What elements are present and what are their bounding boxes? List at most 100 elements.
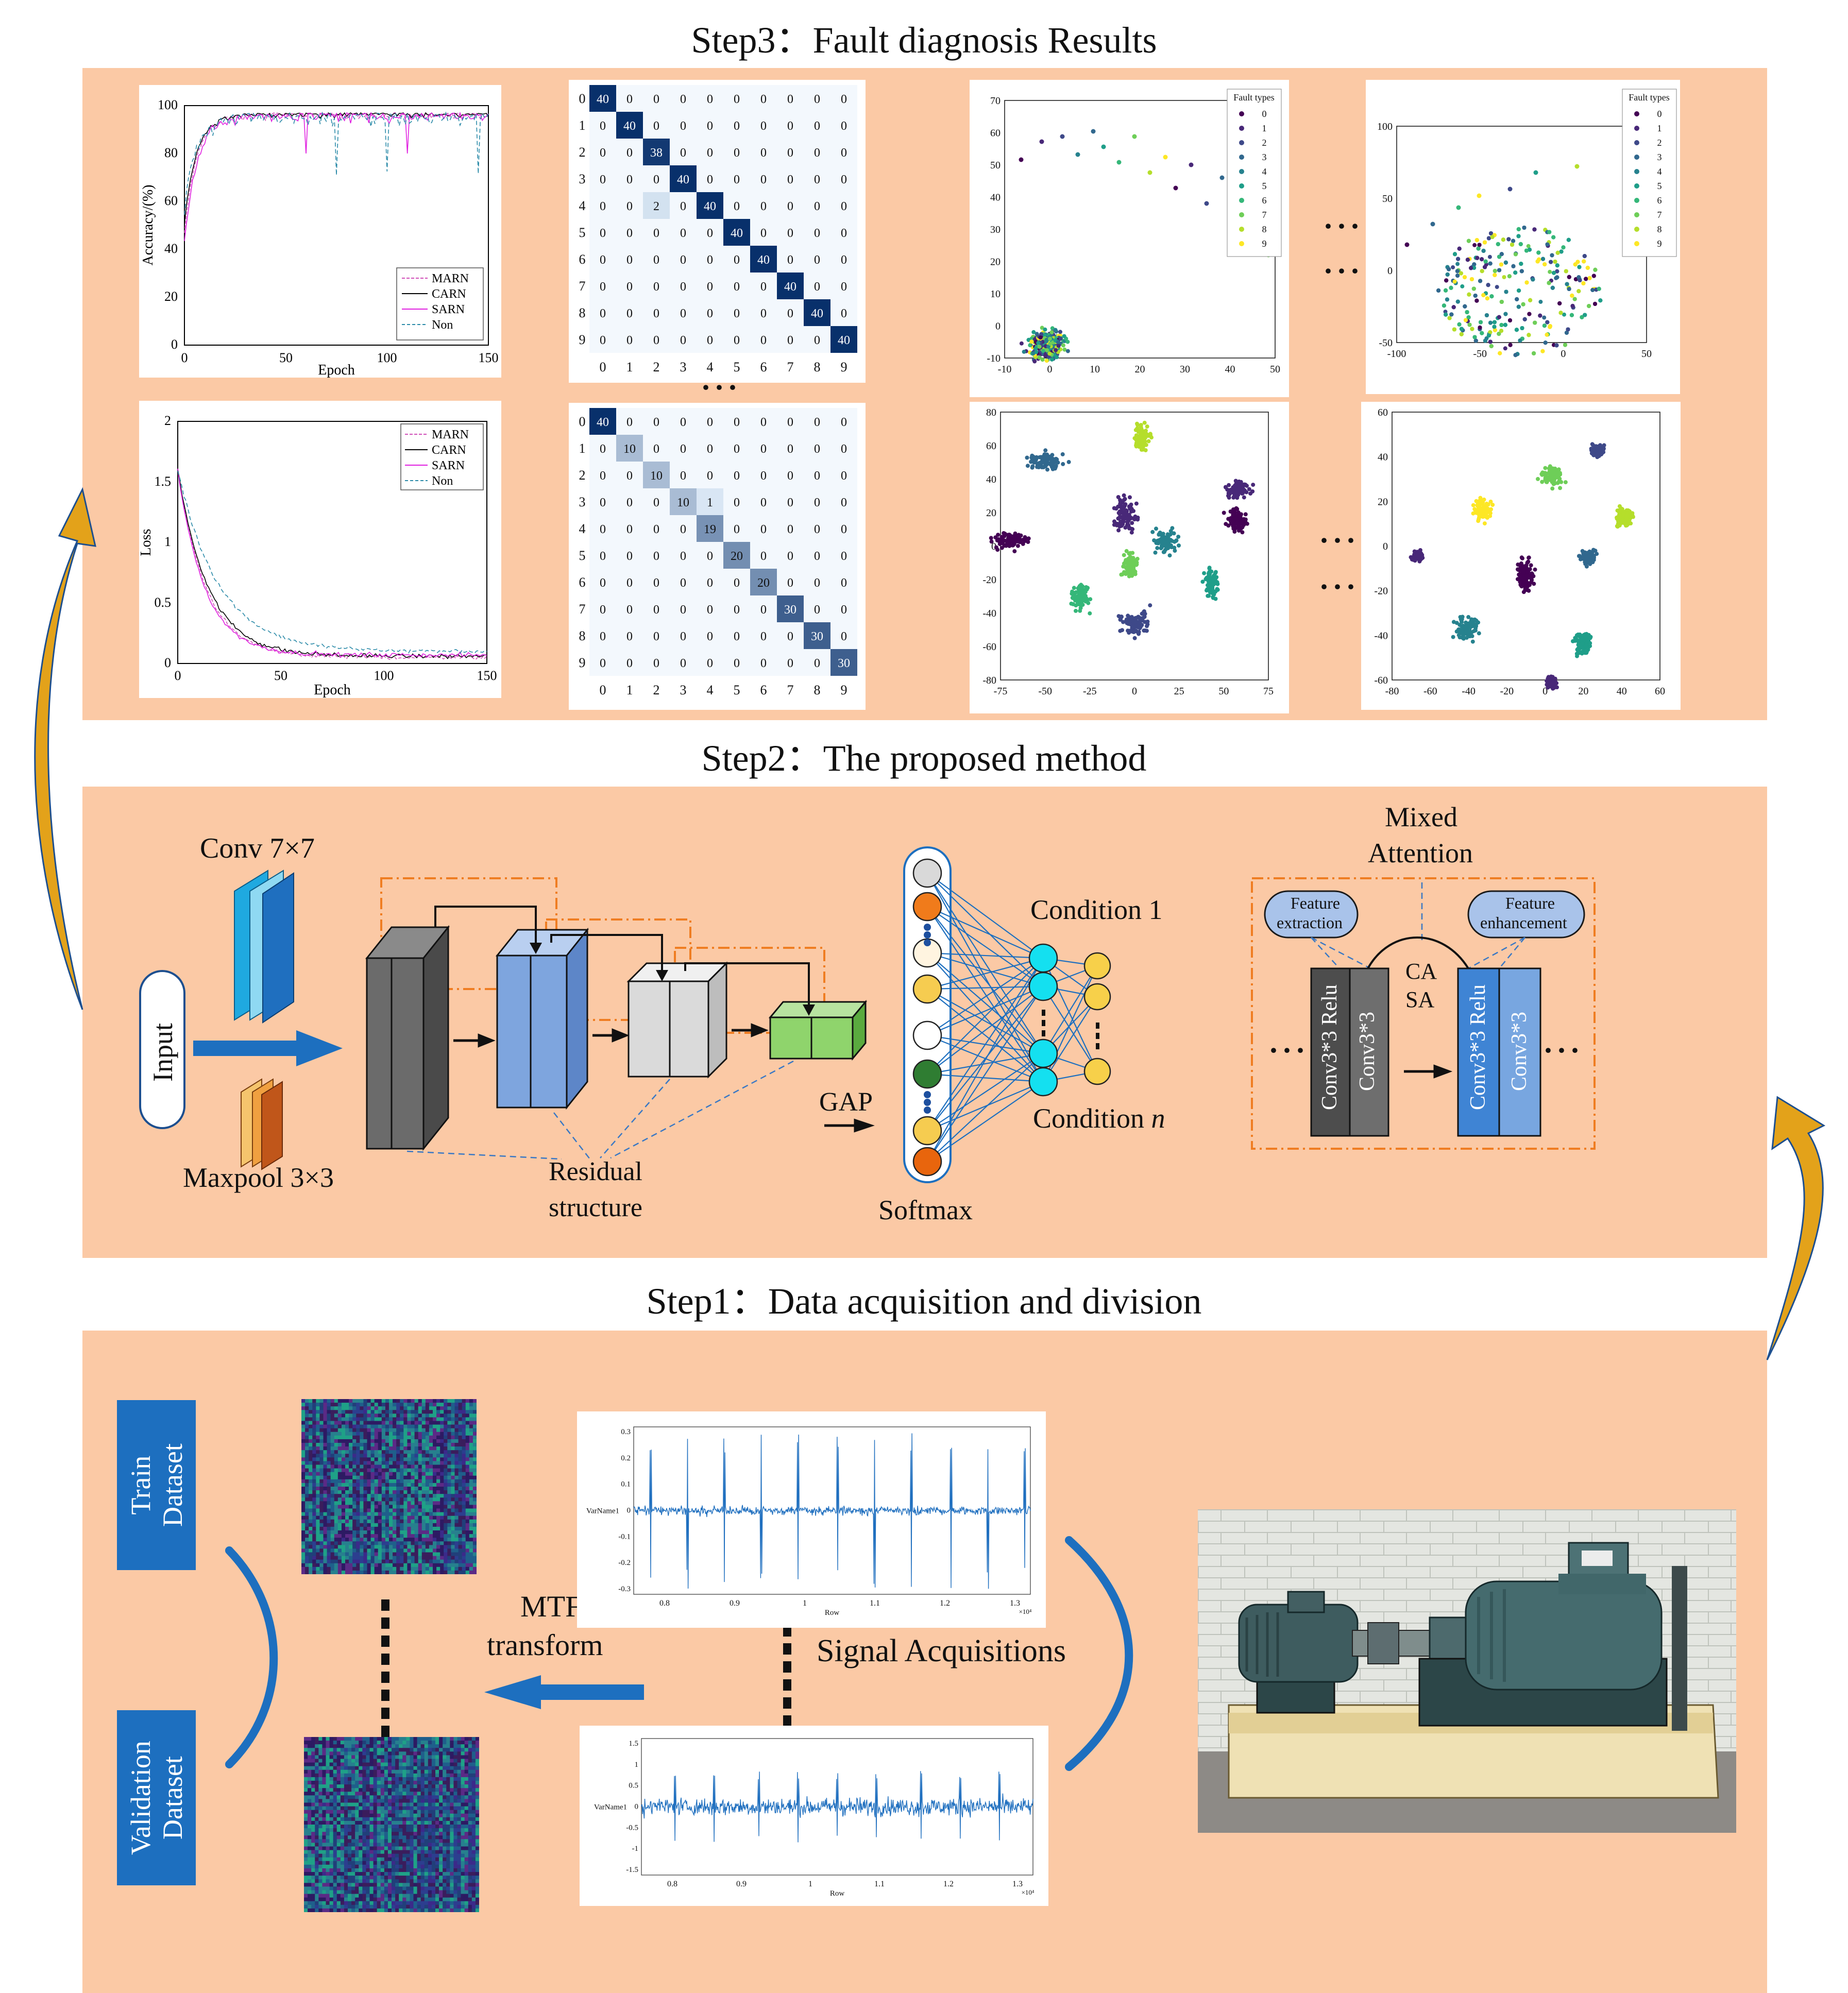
- mtf-cell: [316, 1443, 320, 1447]
- mtf-cell: [319, 1410, 324, 1414]
- mtf-cell: [341, 1566, 346, 1571]
- mtf-cell: [349, 1417, 353, 1422]
- tsne-ytick: 60: [990, 128, 1001, 139]
- mtf-cell: [312, 1515, 316, 1520]
- tsne-point: [1503, 260, 1508, 265]
- cm-value: 0: [841, 442, 847, 456]
- mtf-cell: [323, 1428, 328, 1433]
- mtf-cell: [301, 1526, 306, 1531]
- cm-cell: [723, 622, 750, 649]
- mtf-cell: [330, 1446, 335, 1451]
- nn-dot: [924, 924, 931, 931]
- cm-value: 0: [707, 442, 713, 456]
- mtf-cell: [349, 1566, 353, 1571]
- cm-xtick: 7: [787, 360, 794, 374]
- mtf-cell: [345, 1413, 349, 1418]
- mtf-cell: [319, 1424, 324, 1429]
- cm-value: 0: [626, 657, 633, 670]
- tsne-point: [1497, 268, 1502, 272]
- tsne-point: [1566, 237, 1571, 242]
- mtf-cell: [305, 1541, 309, 1545]
- tsne-point: [1564, 269, 1568, 274]
- tsne-point: [1486, 333, 1491, 338]
- mtf-cell: [327, 1468, 331, 1473]
- mtf-cell: [323, 1479, 328, 1484]
- tsne-point: [1550, 253, 1554, 258]
- mtf-cell: [327, 1406, 331, 1410]
- tsne-point: [1139, 423, 1143, 427]
- tsne-point: [1477, 193, 1482, 198]
- mtf-cell: [305, 1538, 309, 1542]
- cm-xtick: 7: [787, 683, 794, 697]
- cm-cell: [830, 649, 857, 676]
- cm-ytick: 4: [579, 521, 586, 536]
- mtf-cell: [305, 1494, 309, 1498]
- tsne-point: [1593, 267, 1598, 272]
- cm-ytick: 3: [579, 172, 586, 186]
- mtf-cell: [316, 1475, 320, 1480]
- mtf-cell: [337, 1479, 342, 1484]
- cm-cell: [723, 246, 750, 272]
- mtf-cell: [301, 1559, 306, 1564]
- cm-xtick: 4: [707, 360, 714, 374]
- mtf-cell: [319, 1552, 324, 1557]
- tsne-point: [1033, 457, 1038, 462]
- mtf-cell: [305, 1483, 309, 1487]
- mtf-cell: [319, 1541, 324, 1545]
- tsne-point: [1122, 519, 1126, 524]
- tsne-point: [1528, 247, 1532, 252]
- cm-cell: [777, 192, 804, 219]
- cm-cell: [804, 542, 830, 569]
- tsne-point: [1497, 254, 1502, 259]
- accuracy-legend-non: Non: [432, 318, 453, 332]
- tsne-point: [1573, 262, 1578, 267]
- cm-value: 0: [626, 307, 633, 320]
- cm-value: 0: [626, 523, 633, 536]
- cm-cell: [589, 112, 616, 139]
- cm-cell: [643, 408, 670, 435]
- mtf-cell: [312, 1563, 316, 1568]
- tsne-point: [1513, 252, 1518, 257]
- cm-value: 0: [787, 120, 793, 133]
- tsne-point: [1062, 347, 1067, 352]
- mtf-cell: [337, 1450, 342, 1454]
- cm-cell: [723, 112, 750, 139]
- mtf-cell: [330, 1403, 335, 1407]
- accuracy-ytick: 60: [164, 193, 178, 208]
- tsne-point: [1496, 242, 1500, 246]
- mtf-cell: [309, 1435, 313, 1440]
- tsne-point: [1479, 320, 1483, 325]
- cm-cell: [616, 272, 643, 299]
- tsne-legend-item: 7: [1657, 210, 1662, 220]
- tsne-point: [1549, 260, 1553, 264]
- tsne-point: [1543, 340, 1548, 345]
- cm-value: 0: [760, 523, 767, 536]
- tsne-point: [1053, 328, 1058, 332]
- cm-value: 0: [841, 200, 847, 213]
- mtf-cell: [323, 1403, 328, 1407]
- tsne-point: [1120, 515, 1124, 519]
- tsne-point: [1465, 258, 1470, 262]
- cm-value: 0: [600, 200, 606, 213]
- mtf-cell: [330, 1424, 335, 1429]
- cm-value: 0: [680, 469, 686, 483]
- cm-value: 0: [600, 469, 606, 483]
- mtf-cell: [301, 1435, 306, 1440]
- cm-value: 0: [841, 253, 847, 267]
- tsne-legend-marker: [1239, 111, 1244, 116]
- tsne-point: [1481, 293, 1486, 297]
- cm-cell: [804, 569, 830, 595]
- cm-cell: [697, 408, 723, 435]
- tsne-point: [1476, 246, 1481, 251]
- cm-cell: [804, 515, 830, 542]
- cm-cell: [670, 488, 697, 515]
- mtf-cell: [341, 1501, 346, 1505]
- step1-title: Step1：Data acquisition and division: [646, 1281, 1202, 1322]
- mtf-cell: [312, 1424, 316, 1429]
- nn-input-node: [912, 1147, 942, 1177]
- residual-block-gray-dark: [365, 925, 450, 1151]
- mtf-cell: [319, 1464, 324, 1469]
- tsne-point: [1127, 515, 1132, 519]
- cm-cell: [777, 515, 804, 542]
